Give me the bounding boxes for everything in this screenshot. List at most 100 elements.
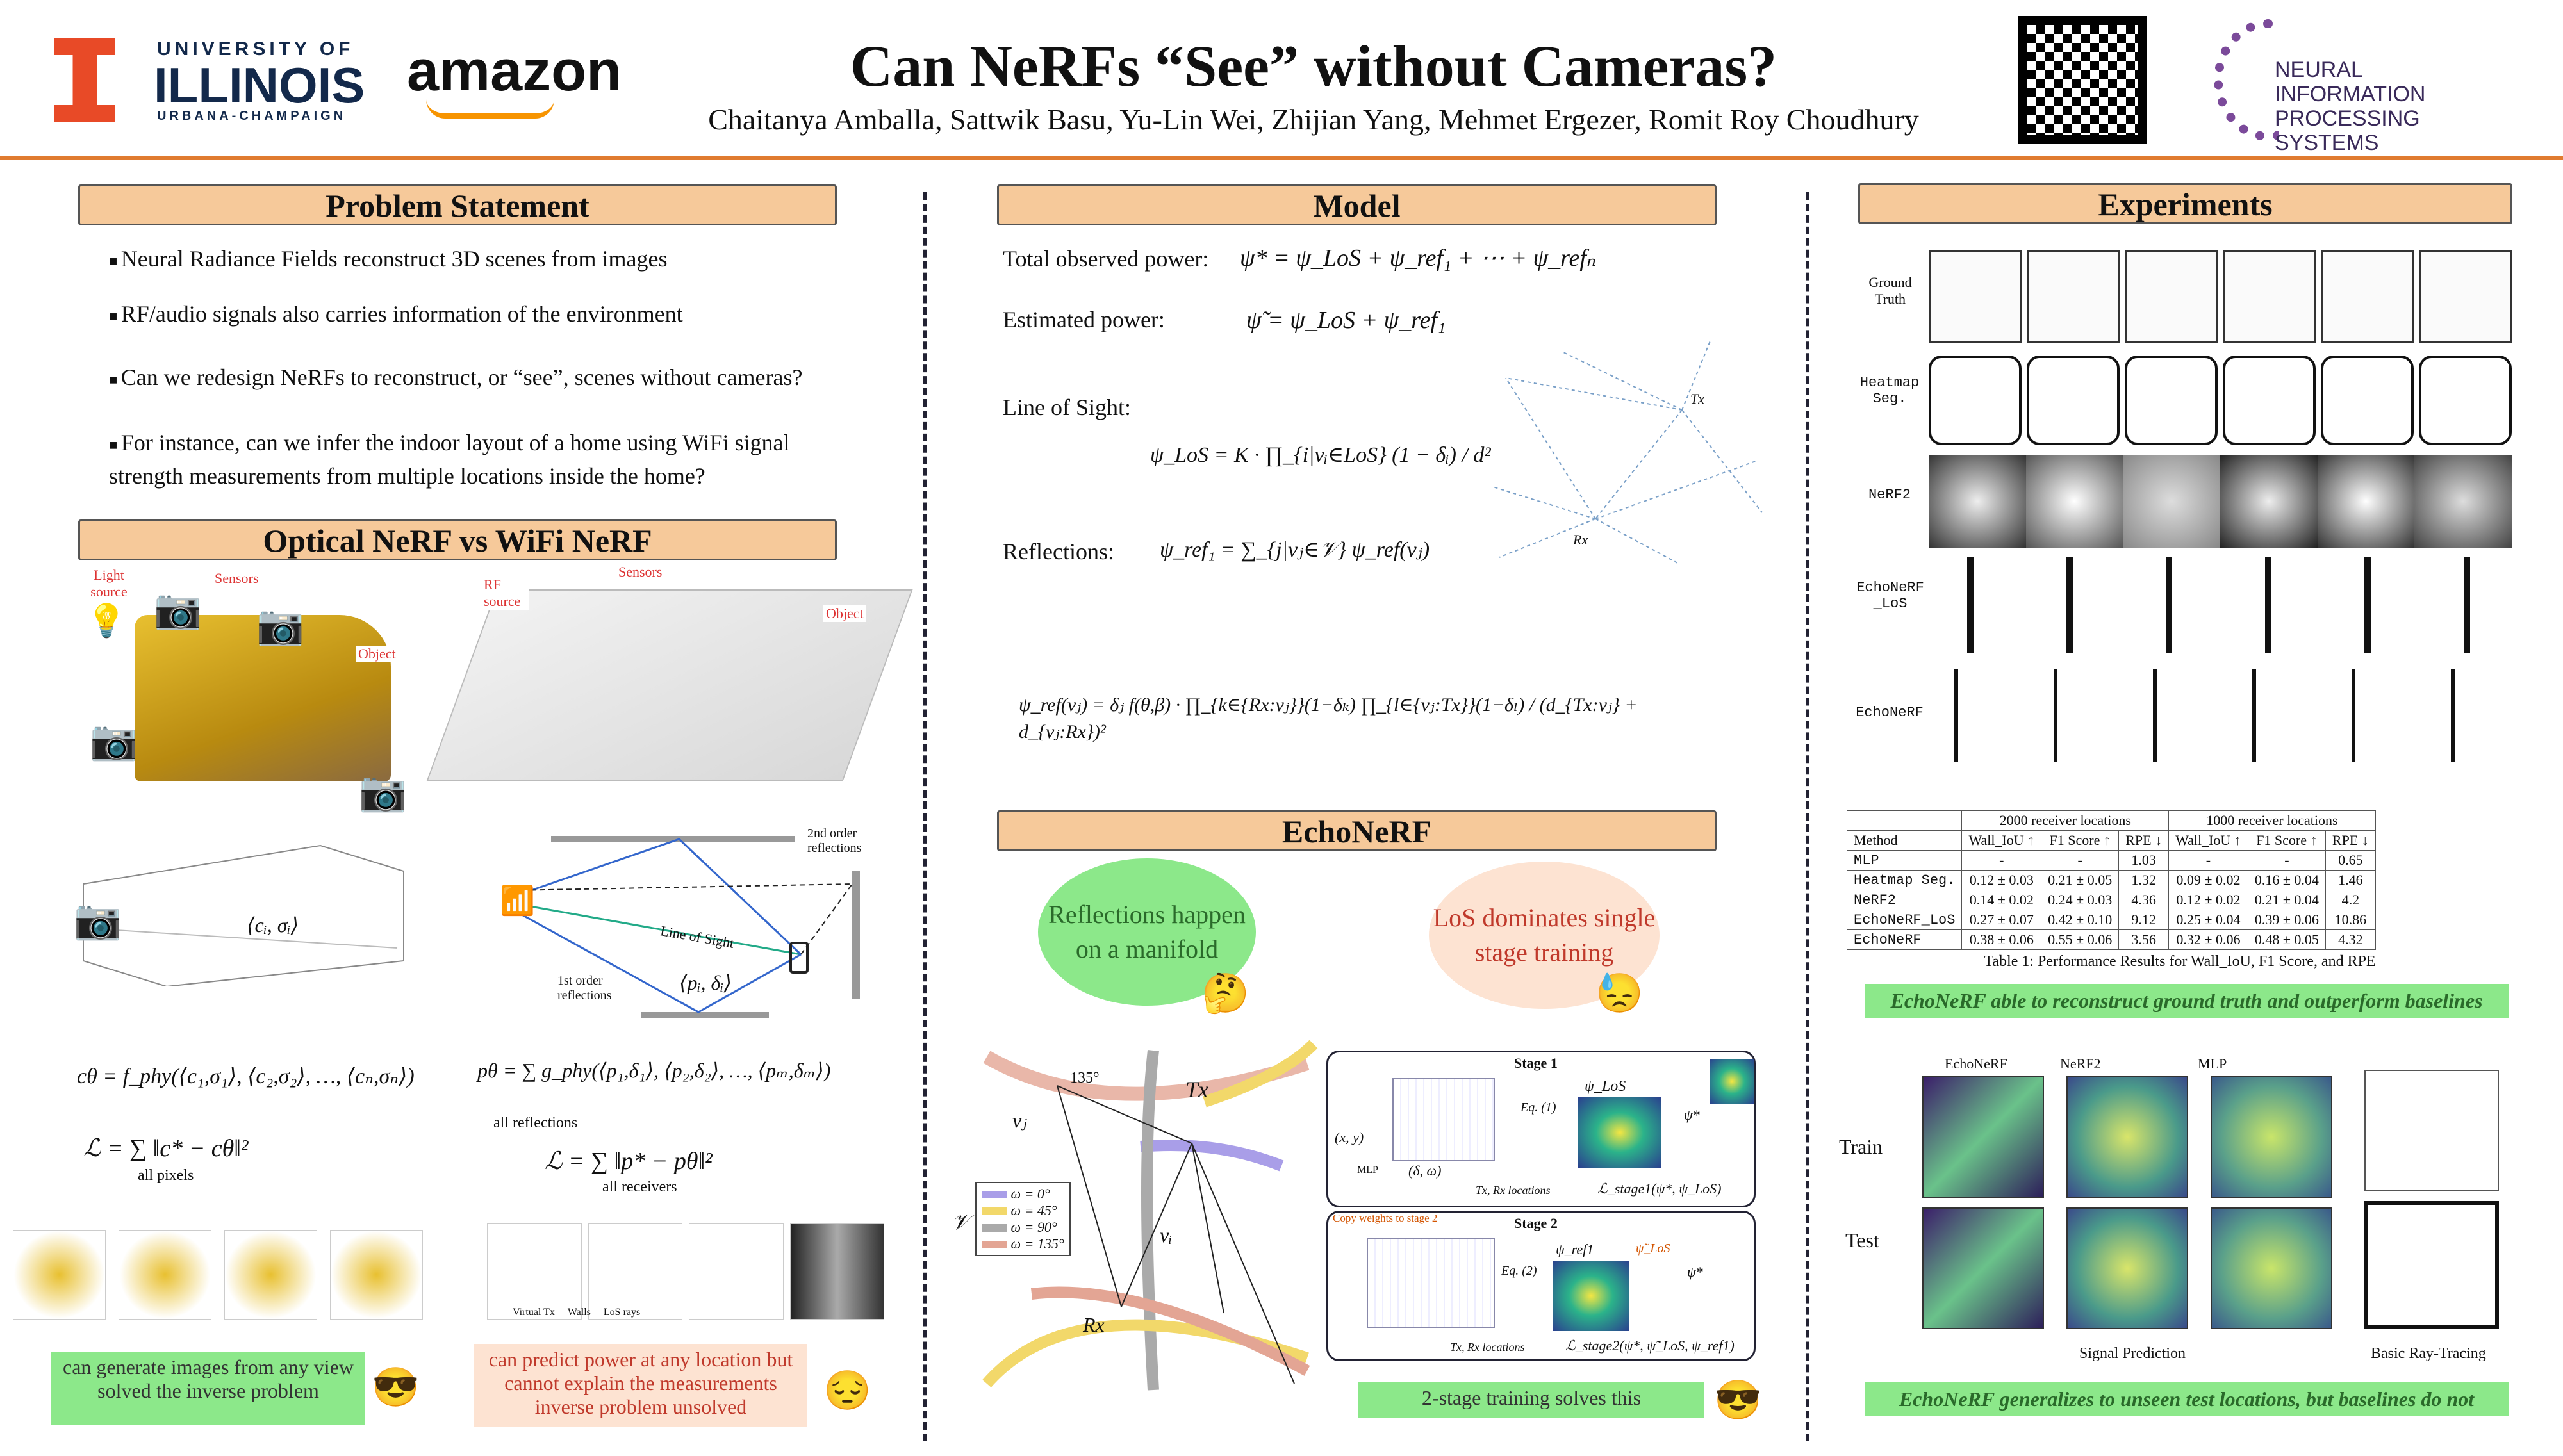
table-cell: - — [2168, 850, 2248, 871]
ref-heatmap — [1553, 1261, 1629, 1331]
bullet-3: Can we redesign NeRFs to reconstruct, or… — [109, 362, 910, 395]
highlight-reconstruct: EchoNeRF able to reconstruct ground trut… — [1865, 984, 2509, 1018]
label-first-order: 1st order reflections — [557, 974, 612, 1002]
column-header: Wall_IoU ↑ — [1961, 830, 2042, 851]
table-cell: EchoNeRF_LoS — [1846, 910, 1963, 930]
label-mlp: MLP — [1357, 1165, 1378, 1175]
echonerf-conclusion: 2-stage training solves this — [1358, 1382, 1704, 1418]
uiuc-main: ILLINOIS — [154, 57, 365, 113]
row-label-nerf2: NeRF2 — [1868, 487, 1911, 503]
table-cell: Heatmap Seg. — [1846, 870, 1963, 890]
amazon-logo: amazon — [407, 38, 622, 128]
table-cell: 9.12 — [2118, 910, 2170, 930]
label-light-source: Light source — [90, 567, 128, 600]
sad-face-emoji: 😔 — [823, 1370, 871, 1412]
table-cell: 0.24 ± 0.03 — [2041, 890, 2120, 910]
table-cell: 0.25 ± 0.04 — [2168, 910, 2248, 930]
label-psi-star: ψ* — [1687, 1264, 1703, 1280]
table-cell: - — [2041, 850, 2120, 871]
equation-total-power: ψ* = ψ_LoS + ψ_ref₁ + ⋯ + ψ_refₙ — [1240, 245, 1597, 272]
ray-sample-label: ⟨cᵢ, σᵢ⟩ — [247, 913, 299, 937]
cool-face-emoji: 😎 — [372, 1366, 420, 1409]
equation-reflection-term: ψ_ref(vⱼ) = δⱼ f(θ,β) · ∏_{k∈{Rx:vⱼ}}(1−… — [1019, 694, 1638, 742]
camera-icon: 📷 — [90, 719, 138, 762]
column-header: RPE ↓ — [2325, 830, 2376, 851]
bullet-1: Neural Radiance Fields reconstruct 3D sc… — [109, 243, 910, 277]
equation-loss-pixels: ℒ = ∑ ‖c* − cθ‖² — [83, 1135, 249, 1162]
cool-face-emoji: 😎 — [1714, 1379, 1762, 1421]
table-cell: 1.46 — [2325, 870, 2376, 890]
label-angle: 135° — [1070, 1070, 1100, 1086]
neurips-logo: NEURAL INFORMATION PROCESSING SYSTEMS — [2214, 19, 2547, 155]
label-psi-ref: ψ_ref1 — [1556, 1241, 1594, 1257]
table-cell: 0.21 ± 0.05 — [2041, 870, 2120, 890]
table-cell: 0.55 ± 0.06 — [2041, 929, 2120, 950]
col-label-mlp: MLP — [2198, 1056, 2227, 1072]
table-cell: 3.56 — [2118, 929, 2170, 950]
section-heading-optical: Optical NeRF vs WiFi NeRF — [78, 519, 837, 560]
manifold-diagram: 135° vⱼ vᵢ Tx Rx 𝒱 ω = 0° ω = 45° ω = 90… — [948, 1038, 1333, 1396]
label-stage2-loss: ℒ_stage2(ψ*, ψ̃_LoS, ψ_ref1) — [1565, 1337, 1735, 1354]
row-label-train: Train — [1839, 1135, 1883, 1158]
column-header: F1 Score ↑ — [2041, 830, 2120, 851]
stage1-title: Stage 1 — [1514, 1055, 1558, 1071]
table-cell: 1.32 — [2118, 870, 2170, 890]
table-cell: - — [1961, 850, 2042, 871]
table-cell: 4.2 — [2325, 890, 2376, 910]
thought-cloud-manifold: Reflections happen on a manifold — [1038, 858, 1256, 1006]
label-object: Object — [356, 646, 399, 662]
header-divider — [0, 156, 2563, 160]
signal-prediction-caption: Signal Prediction — [2079, 1345, 2186, 1362]
label-xy: (x, y) — [1335, 1129, 1364, 1145]
equation-loss-receivers: ℒ = ∑ ‖p* − pθ‖² — [545, 1148, 713, 1175]
table-cell: 0.32 ± 0.06 — [2168, 929, 2248, 950]
ray-sample-label: ⟨pᵢ, δᵢ⟩ — [679, 971, 732, 994]
phone-icon — [789, 942, 809, 974]
table-cell: 0.27 ± 0.07 — [1961, 910, 2042, 930]
stage1-panel: Stage 1 (x, y) MLP (δ, ω) Eq. (1) ψ_LoS … — [1326, 1051, 1756, 1207]
table-caption: Table 1: Performance Results for Wall_Io… — [1984, 953, 2376, 970]
results-grid — [1929, 250, 2518, 762]
legend-los-rays: LoS rays — [603, 1307, 641, 1318]
label-eq2: Eq. (2) — [1501, 1264, 1537, 1278]
label-second-order: 2nd order reflections — [807, 826, 862, 855]
legend-walls: Walls — [567, 1307, 591, 1318]
table-cell: MLP — [1846, 850, 1963, 871]
amazon-text: amazon — [407, 39, 622, 103]
label-object: Object — [823, 605, 866, 622]
thinking-face-emoji: 🤔 — [1201, 972, 1249, 1015]
omega-legend: ω = 0° ω = 45° ω = 90° ω = 135° — [975, 1182, 1071, 1256]
legend-omega-0: ω = 0° — [982, 1186, 1064, 1202]
equation-power: pθ = ∑ g_phy(⟨p₁,δ₁⟩, ⟨p₂,δ₂⟩, …, ⟨pₘ,δₘ… — [477, 1059, 831, 1082]
table-cell: 0.42 ± 0.10 — [2041, 910, 2120, 930]
gt-heatmap — [1710, 1059, 1754, 1104]
table-row: MLP--1.03--0.65 — [1846, 850, 2376, 871]
label-all-receivers: all receivers — [602, 1179, 677, 1195]
qr-code-icon[interactable] — [2018, 16, 2147, 144]
table-cell: 0.16 ± 0.04 — [2247, 870, 2326, 890]
table-cell: 4.36 — [2118, 890, 2170, 910]
label-psi-star: ψ* — [1684, 1107, 1700, 1123]
amazon-smile-icon — [426, 99, 554, 119]
column-header: RPE ↓ — [2118, 830, 2170, 851]
light-bulb-icon: 💡 — [87, 603, 127, 639]
label-rx: Rx — [1573, 532, 1588, 548]
legend-omega-135: ω = 135° — [982, 1236, 1064, 1252]
table-cell: 0.12 ± 0.02 — [2168, 890, 2248, 910]
column-header: Wall_IoU ↑ — [2168, 830, 2248, 851]
table-cell: 0.48 ± 0.05 — [2247, 929, 2326, 950]
table-cell: 0.21 ± 0.04 — [2247, 890, 2326, 910]
camera-icon: 📷 — [74, 899, 122, 941]
thought-cloud-los: LoS dominates single stage training — [1429, 862, 1660, 1009]
bullet-2: RF/audio signals also carries informatio… — [109, 299, 910, 332]
label-reflections: Reflections: — [1003, 539, 1114, 564]
label-tx: Tx — [1690, 391, 1704, 407]
section-heading-problem: Problem Statement — [78, 184, 837, 225]
legend-omega-45: ω = 45° — [982, 1202, 1064, 1219]
label-eq1: Eq. (1) — [1520, 1100, 1556, 1115]
label-line-of-sight: Line of Sight: — [1003, 395, 1131, 420]
